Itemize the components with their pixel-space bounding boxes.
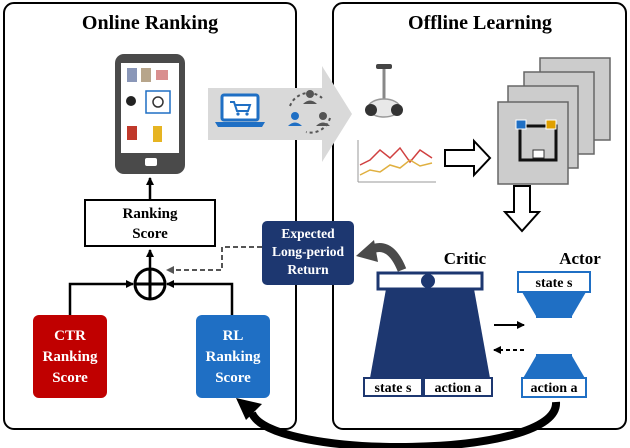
critic-to-expected-curved-arrow <box>356 240 407 272</box>
actor-label: Actor <box>559 249 601 268</box>
ctr-ranking-score-box <box>33 315 107 398</box>
rl-line2: Ranking <box>205 349 261 365</box>
ranking-score-box <box>84 199 216 247</box>
actor-action-box <box>521 377 587 398</box>
ctr-line2: Ranking <box>42 349 98 365</box>
offline-learning-title: Offline Learning <box>408 12 552 34</box>
expected-to-sum-dashed-arrow <box>166 246 262 274</box>
actor-bottleneck <box>531 318 577 354</box>
laptop-cart-icon <box>215 93 265 127</box>
critic-input-action-box <box>423 377 493 397</box>
line-chart-icon <box>357 140 436 183</box>
sum-operator-icon <box>133 267 167 301</box>
expected-line2: Long-period <box>272 244 345 259</box>
ranking-score-line2: Score <box>132 226 168 242</box>
smartphone-icon <box>115 54 185 174</box>
ctr-line3: Score <box>52 370 88 386</box>
rl-ranking-score-box <box>196 315 270 398</box>
actor-input-state: state s <box>536 276 573 291</box>
expected-line1: Expected <box>281 226 335 241</box>
critic-input-state: state s <box>375 381 412 396</box>
rl-line3: Score <box>215 370 251 386</box>
hollow-down-arrow <box>502 185 542 233</box>
stacked-screens-icon <box>497 57 611 185</box>
expected-line3: Return <box>287 262 329 277</box>
online-ranking-title: Online Ranking <box>82 12 218 34</box>
expected-return-box <box>262 221 354 285</box>
actor-output-action: action a <box>530 381 577 396</box>
ctr-line1: CTR <box>54 328 86 344</box>
segway-icon <box>365 64 403 118</box>
big-transfer-arrow <box>208 66 352 162</box>
users-cycle-icon <box>288 90 331 134</box>
critic-network-shape <box>370 289 490 378</box>
critic-output-node <box>421 274 435 288</box>
critic-input-state-box <box>363 377 423 397</box>
rl-to-sum-line <box>166 280 234 315</box>
critic-label: Critic <box>444 249 487 268</box>
rl-line1: RL <box>223 328 244 344</box>
hollow-right-arrow <box>444 138 492 178</box>
ctr-to-sum-line <box>68 280 134 315</box>
ranking-score-line1: Ranking <box>122 206 178 222</box>
critic-input-action: action a <box>434 381 481 396</box>
actor-to-rl-curved-arrow <box>236 398 561 448</box>
